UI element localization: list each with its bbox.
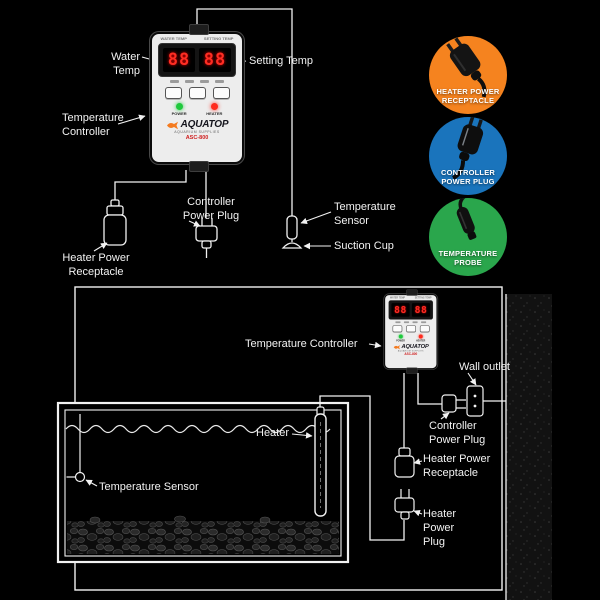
power-led	[175, 103, 183, 110]
water-temp-display: 88	[391, 303, 410, 317]
face-label-left: WATER TEMP	[160, 36, 187, 41]
label-suction-cup: Suction Cup	[334, 240, 394, 252]
face-label-right: SETTING TEMP	[414, 296, 432, 300]
heater-plug-photo-icon	[446, 37, 487, 98]
model-number: ASC-800	[185, 134, 209, 141]
label-temperature-sensor-2: Temperature Sensor	[99, 481, 199, 493]
probe-icon	[281, 215, 303, 249]
label-water-temp: Water Temp	[111, 51, 140, 77]
sensor-icon	[66, 414, 86, 483]
brand-tagline: AQUARIUM SUPPLIES	[174, 130, 220, 134]
heater-led	[210, 103, 218, 110]
heater-led-label: HEATER	[206, 111, 223, 116]
mount-tab	[189, 24, 209, 35]
controller-plug-photo-icon	[452, 117, 484, 180]
label-temperature-controller: Temperature Controller	[62, 112, 124, 138]
wall-strip	[505, 294, 552, 600]
heater-icon	[314, 406, 327, 517]
label-controller-power-plug: Controller Power Plug	[182, 196, 240, 222]
badge-label: HEATER POWER RECEPTACLE	[436, 87, 500, 105]
label-heater-power-receptacle-2: Heater Power Receptacle	[423, 453, 491, 479]
power-led-label: POWER	[396, 339, 405, 342]
scale-markings	[152, 80, 242, 83]
badge-controller-power-plug: CONTROLLER POWER PLUG	[429, 117, 507, 195]
set-button[interactable]	[188, 87, 206, 99]
temperature-controller-device: WATER TEMP SETTING TEMP 88 88 POWER HEAT…	[150, 24, 244, 172]
plug-icon	[394, 489, 415, 520]
led-display: 88 88	[158, 43, 236, 77]
down-button[interactable]	[212, 87, 230, 99]
badge-label: CONTROLLER POWER PLUG	[440, 168, 496, 186]
label-heater: Heater	[256, 427, 290, 439]
label-temperature-controller-2: Temperature Controller	[245, 338, 358, 350]
wall-outlet-icon	[466, 385, 484, 417]
brand-name: AQUATOP	[180, 119, 229, 130]
set-temp-display: 88	[411, 303, 431, 317]
badge-heater-power-receptacle: HEATER POWER RECEPTACLE	[429, 36, 507, 114]
fish-icon	[166, 121, 178, 129]
receptacle-icon	[103, 199, 127, 246]
label-wall-outlet: Wall outlet	[459, 361, 510, 373]
gravel	[67, 521, 339, 554]
heater-led	[418, 334, 423, 339]
receptacle-icon	[394, 447, 415, 478]
scale-markings	[385, 321, 436, 324]
heater-cord	[319, 395, 405, 541]
face-label-left: WATER TEMP	[389, 296, 406, 300]
mount-tab	[189, 161, 209, 172]
plug-icon	[195, 218, 218, 258]
label-temperature-sensor: Temperature Sensor	[334, 201, 396, 227]
water-line	[65, 424, 331, 434]
power-led	[398, 334, 403, 339]
label-setting-temp: Setting Temp	[249, 55, 314, 67]
controller-power-cord	[417, 373, 442, 405]
plug-icon	[441, 394, 466, 413]
mount-tab	[406, 289, 418, 296]
aquatop-logo: AQUATOP AQUARIUM SUPPLIES ASC-800	[385, 344, 436, 356]
set-button[interactable]	[405, 325, 416, 333]
badge-temperature-probe: TEMPERATURE PROBE	[429, 198, 507, 276]
heater-led-label: HEATER	[416, 339, 426, 342]
up-button[interactable]	[392, 325, 402, 333]
up-button[interactable]	[164, 87, 182, 99]
led-display: 88 88	[388, 300, 434, 320]
power-led-label: POWER	[171, 111, 187, 116]
label-heater-power-plug: Heater Power Plug	[423, 508, 457, 548]
temperature-controller-device-small: WATER TEMP SETTING TEMP 88 88 POWER HEAT…	[384, 289, 438, 374]
face-label-right: SETTING TEMP	[203, 36, 234, 41]
down-button[interactable]	[419, 325, 430, 333]
model-number: ASC-800	[404, 352, 418, 356]
mount-tab	[406, 367, 418, 374]
badge-label: TEMPERATURE PROBE	[438, 249, 498, 267]
water-temp-display: 88	[163, 48, 195, 72]
aquatop-logo: AQUATOP AQUARIUM SUPPLIES ASC-800	[152, 120, 242, 141]
temperature-probe-photo-icon	[456, 198, 477, 240]
set-temp-display: 88	[199, 48, 231, 72]
label-controller-power-plug-2: Controller Power Plug	[429, 420, 486, 446]
fish-icon	[393, 344, 400, 350]
label-heater-power-receptacle: Heater Power Receptacle	[62, 252, 130, 278]
